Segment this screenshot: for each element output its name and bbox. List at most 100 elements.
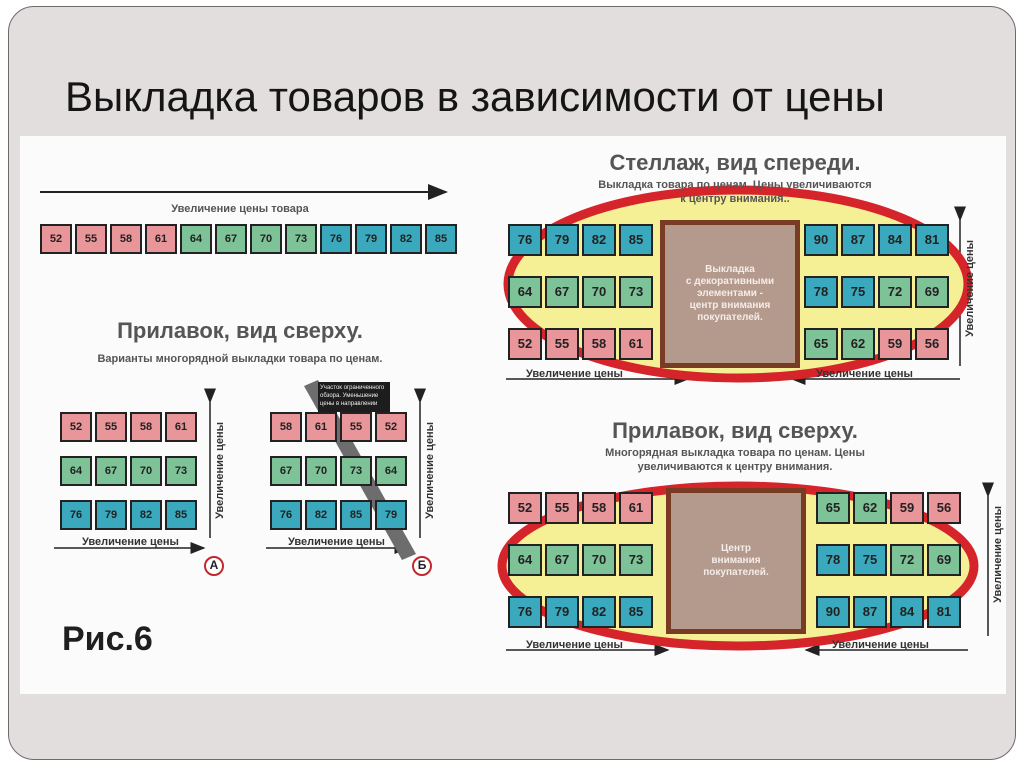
shelf-left-cell: 64 (508, 276, 542, 308)
counter-top-right-cell: 90 (816, 596, 850, 628)
counter-top-right-cell: 59 (890, 492, 924, 524)
marker-a-circle (204, 556, 224, 576)
center-text-line: внимания (711, 555, 761, 566)
counter-a-side-label: Увеличение цены (214, 422, 226, 519)
shelf-right-cell: 75 (841, 276, 875, 308)
counter-a-cell: 79 (95, 500, 127, 530)
counter-a-cell: 76 (60, 500, 92, 530)
shelf-left-cell: 73 (619, 276, 653, 308)
center-text-line: элементами - (696, 288, 764, 299)
shelf-right-cell: 62 (841, 328, 875, 360)
counter-b-cell: 58 (270, 412, 302, 442)
counter-top-left-cell: 79 (545, 596, 579, 628)
counter-b-cell: 76 (270, 500, 302, 530)
counter-a-heading: Прилавок, вид сверху. (117, 318, 363, 343)
top-strip-cell: 82 (390, 224, 422, 254)
counter-b-cell: 82 (305, 500, 337, 530)
counter-b-cell: 52 (375, 412, 407, 442)
center-text-line: центр внимания (689, 300, 771, 311)
center-text-line: покупателей. (703, 567, 769, 578)
shelf-right-cell: 59 (878, 328, 912, 360)
counter-top-left-cell: 70 (582, 544, 616, 576)
counter-a-cell: 85 (165, 500, 197, 530)
shelf-left-cell: 52 (508, 328, 542, 360)
shelf-right-cell: 84 (878, 224, 912, 256)
counter-b-cell: 79 (375, 500, 407, 530)
shelf-left-cell: 85 (619, 224, 653, 256)
counter-top-left-cell: 58 (582, 492, 616, 524)
shelf-left-cell: 79 (545, 224, 579, 256)
top-strip-cell: 76 (320, 224, 352, 254)
counter-top-right-cell: 81 (927, 596, 961, 628)
counter-b-cell: 61 (305, 412, 337, 442)
counter-top-left-cell: 76 (508, 596, 542, 628)
marker-a: А (209, 558, 219, 572)
slide-title: Выкладка товаров в зависимости от цены (65, 73, 885, 120)
shelf-left-cell: 82 (582, 224, 616, 256)
counter-top-right-cell: 69 (927, 544, 961, 576)
shelf-right-arrow-label: Увеличение цены (816, 368, 913, 380)
shelf-right-cell: 72 (878, 276, 912, 308)
counter-top-subheading-2: увеличиваются к центру внимания. (637, 461, 833, 473)
counter-b-cell: 70 (305, 456, 337, 486)
shelf-right-cell: 81 (915, 224, 949, 256)
center-text-line: покупателей. (697, 312, 763, 323)
shelf-right-cell: 69 (915, 276, 949, 308)
shelf-left-cell: 55 (545, 328, 579, 360)
shelf-side-label: Увеличение цены (964, 240, 976, 337)
shelf-right-cell: 65 (804, 328, 838, 360)
shelf-left-cell: 76 (508, 224, 542, 256)
counter-b-cell: 64 (375, 456, 407, 486)
counter-b-cell: 73 (340, 456, 372, 486)
top-strip-cell: 67 (215, 224, 247, 254)
counter-top-left-cell: 85 (619, 596, 653, 628)
counter-top-right-cell: 65 (816, 492, 850, 524)
top-strip-cell: 58 (110, 224, 142, 254)
top-strip-cell: 55 (75, 224, 107, 254)
shelf-left-cell: 70 (582, 276, 616, 308)
top-strip-cell: 79 (355, 224, 387, 254)
shelf-right-cell: 87 (841, 224, 875, 256)
counter-top-left-cell: 67 (545, 544, 579, 576)
counter-a-cell: 52 (60, 412, 92, 442)
shelf-front-subheading-1: Выкладка товара по ценам. Цены увеличива… (598, 179, 872, 191)
counter-b-cell: 67 (270, 456, 302, 486)
counter-a-cell: 70 (130, 456, 162, 486)
shelf-front-subheading-2: к центру внимания.. (680, 193, 790, 205)
marker-b: Б (417, 558, 427, 572)
counter-top-right-cell: 56 (927, 492, 961, 524)
top-strip-cell: 64 (180, 224, 212, 254)
counter-a-cell: 55 (95, 412, 127, 442)
shelf-left-arrow-label: Увеличение цены (526, 368, 623, 380)
counter-top-left-arrow-label: Увеличение цены (526, 639, 623, 651)
counter-top-right-cell: 78 (816, 544, 850, 576)
counter-top-right-cell: 72 (890, 544, 924, 576)
center-text-line: с декоративными (685, 276, 775, 287)
shelf-left-cell: 58 (582, 328, 616, 360)
top-strip-label: Увеличение цены товара (171, 203, 309, 215)
center-text-line: Центр (720, 543, 752, 554)
counter-top-left-cell: 52 (508, 492, 542, 524)
counter-top-left-cell: 64 (508, 544, 542, 576)
figure-label: Рис.6 (62, 620, 153, 658)
shelf-right-cell: 56 (915, 328, 949, 360)
counter-a-cell: 58 (130, 412, 162, 442)
counter-top-heading: Прилавок, вид сверху. (612, 418, 858, 443)
counter-top-side-label: Увеличение цены (992, 506, 1004, 603)
top-strip-cell: 73 (285, 224, 317, 254)
counter-b-side-label: Увеличение цены (424, 422, 436, 519)
counter-top-left-cell: 55 (545, 492, 579, 524)
shelf-right-cell: 78 (804, 276, 838, 308)
top-strip-cell: 61 (145, 224, 177, 254)
counter-a-cell: 67 (95, 456, 127, 486)
counter-top-subheading-1: Многорядная выкладка товара по ценам. Це… (605, 447, 865, 459)
counter-top-right-arrow-label: Увеличение цены (832, 639, 929, 651)
top-strip-cell: 70 (250, 224, 282, 254)
limited-view-note: Участок ограниченного обзора. Уменьшение… (318, 382, 390, 412)
shelf-right-cell: 90 (804, 224, 838, 256)
